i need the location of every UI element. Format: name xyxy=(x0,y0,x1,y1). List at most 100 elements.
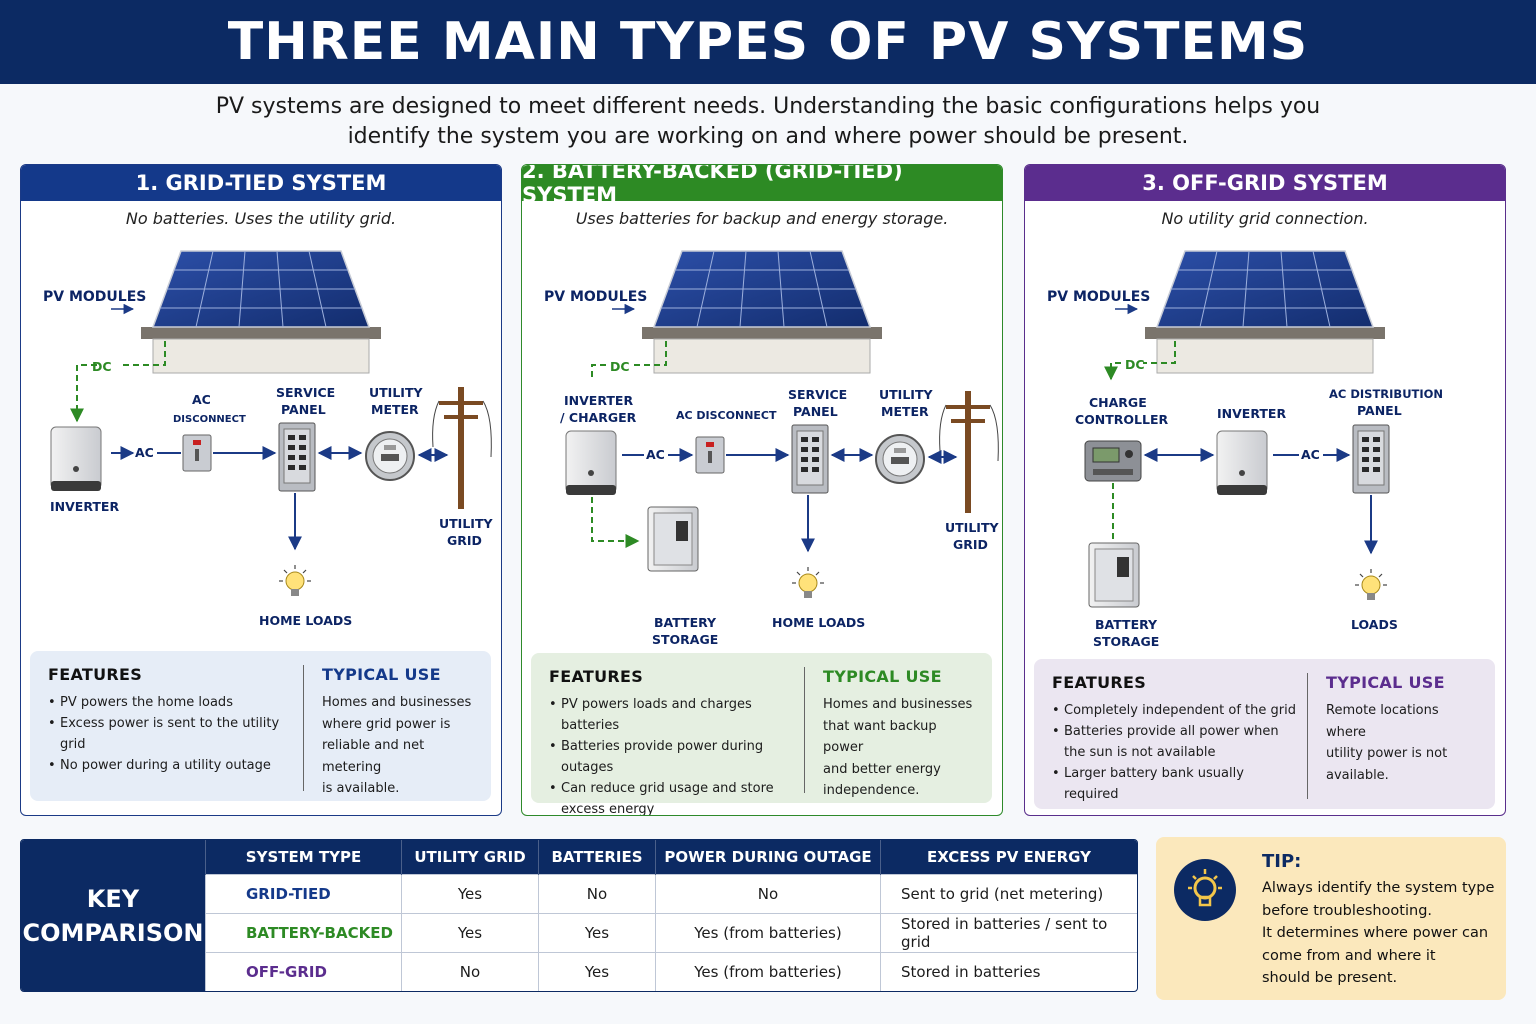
features-heading: FEATURES xyxy=(549,667,644,686)
grid-tied-diagram: PV MODULES DC INVERTER AC AC DISCONNECT … xyxy=(43,250,493,628)
intro-line-1: PV systems are designed to meet differen… xyxy=(215,94,1321,119)
key-comparison-label: KEY COMPARISON xyxy=(21,840,205,991)
typical-use-line: Remote locations where xyxy=(1326,703,1439,740)
table-row: BATTERY-BACKED Yes Yes Yes (from batteri… xyxy=(205,912,1137,952)
table-cell: Yes xyxy=(401,873,539,913)
utility-meter-label-1: UTILITY xyxy=(369,385,423,400)
panel-title: 1. GRID-TIED SYSTEM xyxy=(21,165,501,201)
table-cell: Stored in batteries xyxy=(880,951,1137,991)
utility-meter-icon xyxy=(875,434,925,484)
service-panel-label-2: PANEL xyxy=(793,404,838,419)
table-cell: Yes (from batteries) xyxy=(655,951,881,991)
utility-meter-label-2: METER xyxy=(371,402,419,417)
inverter-charger-label-1: INVERTER xyxy=(564,393,633,408)
typical-use-line: that want backup power xyxy=(823,718,937,756)
column-header: POWER DURING OUTAGE xyxy=(655,840,881,874)
tip-text: Always identify the system type before t… xyxy=(1262,877,1498,990)
page-header: THREE MAIN TYPES OF PV SYSTEMS xyxy=(0,0,1536,84)
column-header: SYSTEM TYPE xyxy=(205,840,402,874)
tip-line: should be present. xyxy=(1262,970,1398,986)
feature-item: No power during a utility outage xyxy=(48,755,295,776)
ac-disconnect-icon xyxy=(182,434,212,472)
ac-disconnect-label-1: AC xyxy=(192,392,211,407)
table-cell: Sent to grid (net metering) xyxy=(880,873,1137,913)
pv-modules-label: PV MODULES xyxy=(544,289,647,305)
charge-controller-label-1: CHARGE xyxy=(1089,395,1147,410)
features-box: FEATURES Completely independent of the g… xyxy=(1034,659,1495,809)
tip-line: Always identify the system type xyxy=(1262,880,1495,896)
off-grid-diagram: PV MODULES DC CHARGE CONTROLLER INVERTER… xyxy=(1047,250,1443,649)
features-heading: FEATURES xyxy=(1052,673,1147,692)
features-box: FEATURES PV powers loads and charges bat… xyxy=(531,653,992,815)
key-label-line-2: COMPARISON xyxy=(22,918,204,947)
system-type-cell: OFF-GRID xyxy=(205,951,402,991)
page-title: THREE MAIN TYPES OF PV SYSTEMS xyxy=(227,12,1309,72)
feature-item: Completely independent of the grid xyxy=(1052,700,1299,721)
intro-text: PV systems are designed to meet differen… xyxy=(0,92,1536,152)
ac-disconnect-icon xyxy=(695,436,725,474)
charge-controller-label-2: CONTROLLER xyxy=(1075,412,1169,427)
utility-grid-label-2: GRID xyxy=(953,537,988,552)
service-panel-label-2: PANEL xyxy=(281,402,326,417)
table-cell: No xyxy=(655,873,881,913)
ac-disconnect-label: AC DISCONNECT xyxy=(676,409,777,422)
ac-label: AC xyxy=(646,447,665,462)
battery-storage-icon xyxy=(647,506,699,572)
ac-disconnect-label-2: DISCONNECT xyxy=(173,414,246,425)
inverter-charger-label-2: / CHARGER xyxy=(560,410,637,425)
inverter-label: INVERTER xyxy=(1217,406,1286,421)
key-label-line-1: KEY xyxy=(86,884,140,913)
typical-use-heading: TYPICAL USE xyxy=(1326,673,1445,692)
battery-storage-icon xyxy=(1088,542,1140,608)
loads-icon xyxy=(1354,568,1388,601)
inverter-icon xyxy=(50,426,102,492)
off-grid-panel: 3. OFF-GRID SYSTEM No utility grid conne… xyxy=(1024,164,1506,816)
pv-modules-label: PV MODULES xyxy=(1047,289,1150,305)
features-box: FEATURES PV powers the home loads Excess… xyxy=(30,651,491,801)
ac-label: AC xyxy=(135,445,154,460)
feature-item: Can reduce grid usage and store excess e… xyxy=(549,778,796,815)
typical-use-line: independence. xyxy=(823,783,920,798)
service-panel-label-1: SERVICE xyxy=(788,387,847,402)
typical-use-line: Homes and businesses xyxy=(322,695,472,710)
typical-use-column: TYPICAL USE Homes and businesses that wa… xyxy=(805,667,978,798)
tip-title: TIP: xyxy=(1262,851,1302,872)
table-header-row: SYSTEM TYPE UTILITY GRID BATTERIES POWER… xyxy=(205,840,1137,874)
typical-use-column: TYPICAL USE Remote locations where utili… xyxy=(1308,673,1481,799)
tip-line: come from and where it xyxy=(1262,947,1436,964)
inverter-icon xyxy=(1216,430,1268,496)
comparison-grid: SYSTEM TYPE UTILITY GRID BATTERIES POWER… xyxy=(205,840,1137,991)
column-header: BATTERIES xyxy=(538,840,656,874)
table-cell: No xyxy=(401,951,539,991)
utility-meter-label-1: UTILITY xyxy=(879,387,933,402)
home-loads-icon xyxy=(791,566,825,599)
service-panel-label-1: SERVICE xyxy=(276,385,335,400)
service-panel-icon xyxy=(791,424,829,494)
feature-item: Batteries provide power during outages xyxy=(549,736,796,778)
panel-subtitle: No batteries. Uses the utility grid. xyxy=(125,209,397,228)
typical-use-column: TYPICAL USE Homes and businesses where g… xyxy=(304,665,477,796)
feature-item: Batteries provide all power when the sun… xyxy=(1052,721,1299,763)
utility-meter-icon xyxy=(365,431,415,481)
column-header: EXCESS PV ENERGY xyxy=(880,840,1137,874)
table-row: OFF-GRID No Yes Yes (from batteries) Sto… xyxy=(205,951,1137,991)
battery-storage-label-2: STORAGE xyxy=(652,632,718,647)
panel-subtitle: Uses batteries for backup and energy sto… xyxy=(575,209,949,228)
typical-use-line: utility power is not xyxy=(1326,746,1448,761)
column-header: UTILITY GRID xyxy=(401,840,539,874)
ac-distribution-panel-icon xyxy=(1352,424,1390,494)
tip-line: before troubleshooting. xyxy=(1262,902,1433,919)
features-heading: FEATURES xyxy=(48,665,143,684)
feature-item: Excess power is sent to the utility grid xyxy=(48,713,295,755)
table-cell: Stored in batteries / sent to grid xyxy=(880,912,1137,952)
typical-use-line: and better energy xyxy=(823,761,941,777)
system-type-cell: BATTERY-BACKED xyxy=(205,912,402,952)
typical-use-line: reliable and net metering xyxy=(322,738,425,775)
charge-controller-icon xyxy=(1084,440,1142,482)
pv-modules-icon xyxy=(1144,250,1386,374)
intro-line-2: identify the system you are working on a… xyxy=(347,124,1189,149)
pv-modules-icon xyxy=(140,250,382,374)
utility-grid-label-1: UTILITY xyxy=(439,516,493,531)
feature-item: Larger battery bank usually required xyxy=(1052,763,1299,805)
inverter-charger-icon xyxy=(565,430,617,496)
